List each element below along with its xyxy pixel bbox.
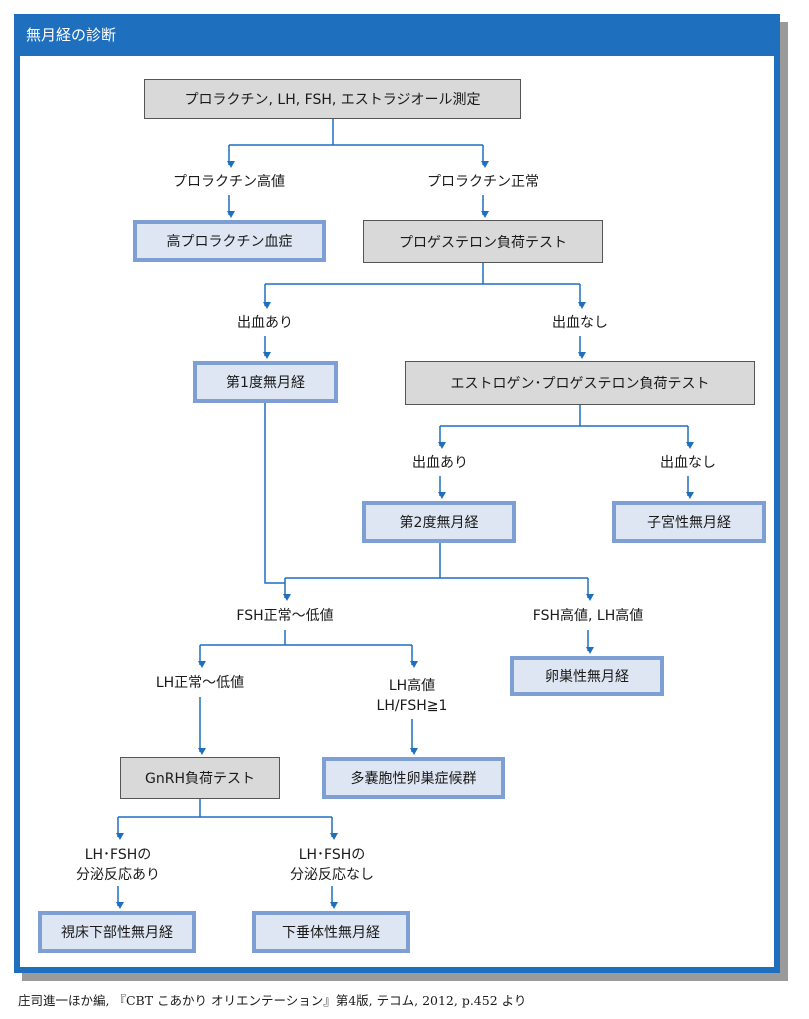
node-estrogen-progesterone-test: エストロゲン･プロゲステロン負荷テスト <box>405 361 755 405</box>
label-lh-high: LH高値 LH/FSH≧1 <box>377 676 448 716</box>
label-response-yes-line2: 分泌反応あり <box>76 867 160 883</box>
label-fsh-normal-low: FSH正常～低値 <box>236 608 334 624</box>
label-bleeding-yes-2: 出血あり <box>412 455 468 471</box>
source-citation: 庄司進一ほか編, 『CBT こあかり オリエンテーション』第4版, テコム, 2… <box>18 993 527 1008</box>
label-response-yes: LH･FSHの 分泌反応あり <box>76 845 160 885</box>
diagram-title: 無月経の診断 <box>14 14 780 56</box>
label-prolactin-normal: プロラクチン正常 <box>427 174 539 190</box>
node-uterine: 子宮性無月経 <box>612 501 766 543</box>
node-hypothalamic: 視床下部性無月経 <box>38 911 196 953</box>
node-hyperprolactinemia: 高プロラクチン血症 <box>133 220 326 262</box>
diagram-frame <box>14 14 780 973</box>
label-bleeding-no: 出血なし <box>552 315 608 331</box>
label-response-no-line1: LH･FSHの <box>298 847 366 863</box>
node-pcos: 多嚢胞性卵巣症候群 <box>322 757 505 799</box>
node-initial-test: プロラクチン, LH, FSH, エストラジオール測定 <box>144 79 521 119</box>
node-pituitary: 下垂体性無月経 <box>252 911 410 953</box>
label-bleeding-yes: 出血あり <box>237 315 293 331</box>
label-response-no-line2: 分泌反応なし <box>290 867 374 883</box>
label-prolactin-high: プロラクチン高値 <box>173 174 285 190</box>
label-lh-normal-low: LH正常～低値 <box>155 675 245 691</box>
node-gnrh-test: GnRH負荷テスト <box>120 757 280 799</box>
connector <box>264 403 285 584</box>
node-second-degree: 第2度無月経 <box>362 501 516 543</box>
label-response-yes-line1: LH･FSHの <box>84 847 152 863</box>
node-first-degree: 第1度無月経 <box>193 361 338 403</box>
label-response-no: LH･FSHの 分泌反応なし <box>290 845 374 885</box>
label-lh-high-line2: LH/FSH≧1 <box>376 698 448 714</box>
node-ovarian: 卵巣性無月経 <box>510 656 664 696</box>
label-lh-high-line1: LH高値 <box>388 678 436 694</box>
label-bleeding-no-2: 出血なし <box>660 455 716 471</box>
node-progesterone-test: プロゲステロン負荷テスト <box>363 220 603 263</box>
label-fsh-lh-high: FSH高値, LH高値 <box>532 608 644 624</box>
